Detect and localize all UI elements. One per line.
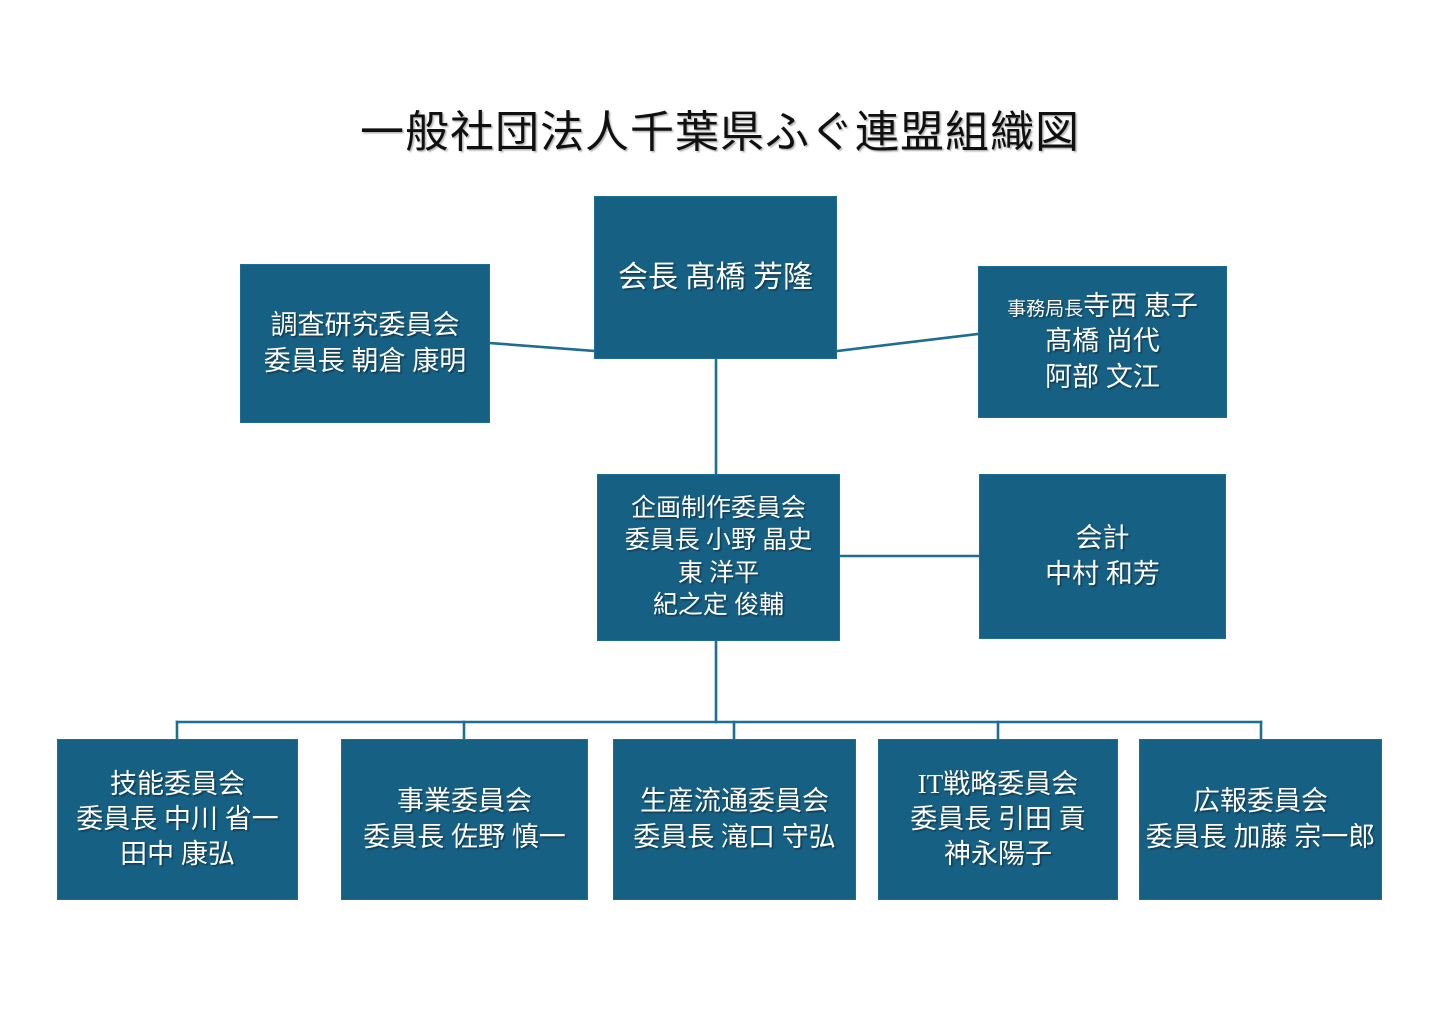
business-committee-name: 事業委員会 [397,786,532,817]
distribution-committee-name: 生産流通委員会 [640,786,829,817]
business-committee-chair: 委員長 佐野 慎一 [363,821,566,852]
node-skill-committee[interactable]: 技能委員会 委員長 中川 省一 田中 康弘 [57,739,298,900]
planning-member-3: 紀之定 俊輔 [652,592,785,619]
president-title-name: 会長 髙橋 芳隆 [618,261,813,294]
edge-president-research [488,341,596,353]
skill-committee-chair: 委員長 中川 省一 [76,803,279,834]
node-secretariat[interactable]: 事務局長寺西 恵子 髙橋 尚代 阿部 文江 [978,266,1227,418]
skill-member-2: 田中 康弘 [120,839,235,870]
pr-committee-name: 広報委員会 [1193,786,1328,817]
pr-committee-chair: 委員長 加藤 宗一郎 [1145,821,1376,852]
node-research-committee[interactable]: 調査研究委員会 委員長 朝倉 康明 [240,264,490,423]
node-business-committee[interactable]: 事業委員会 委員長 佐野 慎一 [341,739,588,900]
secretariat-member-2: 髙橋 尚代 [1045,326,1160,357]
accounting-person: 中村 和芳 [1045,558,1160,589]
secretariat-member-3: 阿部 文江 [1045,361,1160,392]
secretariat-head-row: 事務局長寺西 恵子 [1007,289,1198,324]
node-it-strategy-committee[interactable]: IT戦略委員会 委員長 引田 貢 神永陽子 [878,739,1118,900]
page-title: 一般社団法人千葉県ふぐ連盟組織図 [360,108,1080,157]
it-committee-chair: 委員長 引田 貢 [910,803,1086,834]
node-planning-committee[interactable]: 企画制作委員会 委員長 小野 晶史 東 洋平 紀之定 俊輔 [597,474,840,641]
skill-committee-name: 技能委員会 [110,768,245,799]
node-accounting[interactable]: 会計 中村 和芳 [979,474,1226,639]
node-president[interactable]: 会長 髙橋 芳隆 [594,196,837,359]
research-committee-chair: 委員長 朝倉 康明 [263,345,467,376]
secretariat-role-label: 事務局長 [1007,299,1084,321]
it-committee-name: IT戦略委員会 [917,768,1079,799]
it-member-2: 神永陽子 [944,839,1052,870]
node-distribution-committee[interactable]: 生産流通委員会 委員長 滝口 守弘 [613,739,856,900]
planning-committee-chair: 委員長 小野 晶史 [624,527,813,554]
planning-committee-name: 企画制作委員会 [630,494,806,522]
planning-member-2: 東 洋平 [677,559,760,587]
accounting-label: 会計 [1075,523,1130,554]
distribution-committee-chair: 委員長 滝口 守弘 [633,821,836,852]
node-pr-committee[interactable]: 広報委員会 委員長 加藤 宗一郎 [1139,739,1382,900]
edge-president-secretariat [835,332,980,353]
secretariat-head-name: 寺西 恵子 [1083,291,1198,322]
research-committee-name: 調査研究委員会 [270,310,460,341]
